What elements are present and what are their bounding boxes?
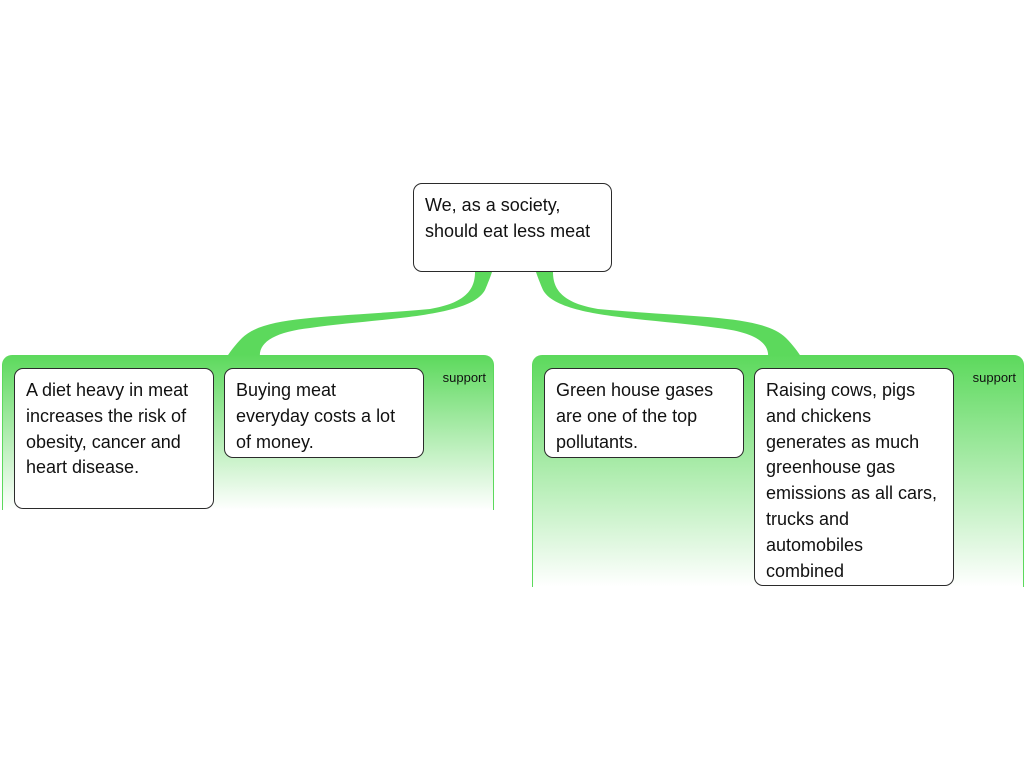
- premise-text: Green house gases are one of the top pol…: [556, 380, 714, 452]
- connector-right-branch: [536, 272, 802, 358]
- premise-node-greenhouse-gases[interactable]: Green house gases are one of the top pol…: [544, 368, 744, 458]
- premise-node-health[interactable]: A diet heavy in meat increases the risk …: [14, 368, 214, 509]
- premise-text: A diet heavy in meat increases the risk …: [26, 380, 189, 478]
- premise-text: Raising cows, pigs and chickens generate…: [766, 380, 938, 581]
- root-claim-text: We, as a society, should eat less meat: [425, 195, 591, 241]
- group-label-support: support: [442, 370, 486, 385]
- group-label-support: support: [972, 370, 1016, 385]
- root-claim-node[interactable]: We, as a society, should eat less meat: [413, 183, 612, 272]
- premise-node-livestock-emissions[interactable]: Raising cows, pigs and chickens generate…: [754, 368, 954, 586]
- premise-text: Buying meat everyday costs a lot of mone…: [236, 380, 396, 452]
- premise-node-cost[interactable]: Buying meat everyday costs a lot of mone…: [224, 368, 424, 458]
- connector-left-branch: [226, 272, 492, 358]
